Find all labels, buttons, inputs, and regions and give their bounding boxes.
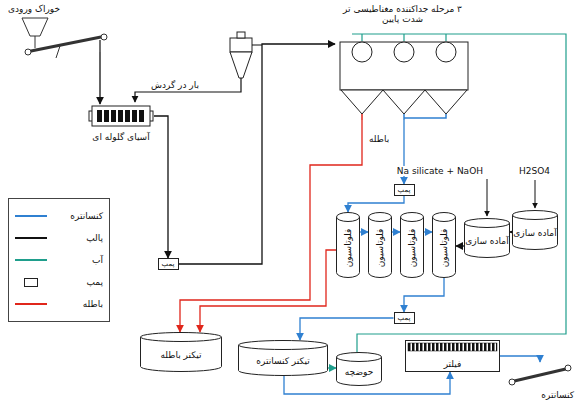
node-text: تیکنر باطله bbox=[161, 350, 202, 360]
node-text: حوضچه bbox=[345, 367, 374, 377]
flotation-tank: فلوتاسیون bbox=[368, 212, 392, 278]
node-text: پمپ bbox=[162, 260, 175, 268]
legend-swatch bbox=[15, 237, 47, 239]
tank-body bbox=[369, 217, 392, 278]
flow-line bbox=[424, 231, 432, 232]
flotation-tank: فلوتاسیون bbox=[336, 212, 360, 278]
ball-mill-drum bbox=[89, 106, 153, 126]
pump-box: پمپ bbox=[158, 258, 179, 270]
flow-label: Na silicate + NaOH bbox=[396, 166, 484, 176]
flow-line bbox=[456, 245, 464, 246]
tank-top bbox=[239, 341, 328, 350]
node-text: خوراک ورودی bbox=[8, 4, 60, 14]
node-text: فلوتاسیون bbox=[343, 229, 353, 268]
legend-row: پمپ bbox=[15, 271, 103, 293]
node-text: کنسانتره bbox=[541, 390, 574, 400]
node-text: فلوتاسیون bbox=[375, 229, 385, 268]
hydrocyclone bbox=[230, 32, 262, 78]
concentrate-stub bbox=[404, 114, 446, 120]
tank-top bbox=[337, 353, 382, 362]
legend-text: پالپ bbox=[86, 233, 103, 243]
tank-body bbox=[141, 337, 222, 372]
node-text: تیکنر کنسانتره bbox=[256, 356, 309, 366]
feed-hopper bbox=[22, 18, 48, 48]
flow-line bbox=[360, 231, 368, 232]
tailings-stub bbox=[361, 114, 363, 120]
conditioning-tank: آماده سازی bbox=[464, 218, 510, 258]
node-text: پمپ bbox=[398, 314, 411, 322]
legend-row: باطله bbox=[15, 293, 103, 315]
flow-line bbox=[348, 196, 404, 212]
tank-body bbox=[433, 217, 456, 278]
node-text: آسیای گلوله ای bbox=[92, 132, 149, 142]
legend-row: پالپ bbox=[15, 227, 103, 249]
thickener-tank: تیکنر باطله bbox=[140, 332, 222, 372]
flow-line bbox=[154, 116, 168, 258]
flow-line bbox=[392, 231, 400, 232]
node-text: فیلتر bbox=[444, 359, 462, 369]
tank-top bbox=[513, 211, 558, 220]
product-conveyor: کنسانتره bbox=[506, 362, 574, 400]
flow-label: H2SO4 bbox=[518, 166, 551, 176]
flow-line bbox=[328, 367, 336, 368]
flow-line bbox=[180, 120, 362, 332]
filter-box: فیلتر bbox=[405, 340, 500, 372]
tank-body bbox=[465, 223, 510, 258]
tank-top bbox=[465, 219, 510, 228]
filter-cloth bbox=[408, 343, 497, 351]
legend-box: کنسانتره پالپ آب پمپ باطله bbox=[8, 198, 110, 322]
product-conveyor bbox=[509, 365, 571, 385]
flotation-tank: فلوتاسیون bbox=[400, 212, 424, 278]
tank-top bbox=[369, 213, 392, 222]
legend-text: آب bbox=[92, 255, 103, 265]
legend-text: کنسانتره bbox=[70, 211, 103, 221]
feed-hopper: خوراک ورودی bbox=[8, 4, 108, 52]
water-line bbox=[352, 34, 566, 352]
reagent-line bbox=[535, 180, 536, 208]
flow-label: باطله bbox=[368, 134, 390, 144]
flow-line bbox=[99, 52, 100, 104]
ball-mill: آسیای گلوله ای bbox=[88, 104, 154, 144]
flow-line bbox=[300, 318, 394, 340]
thickener-tank: تیکنر کنسانتره bbox=[238, 340, 328, 376]
pond-tank: حوضچه bbox=[336, 352, 382, 386]
magnetic-separators bbox=[340, 42, 468, 114]
circulating-load-line bbox=[135, 78, 241, 102]
legend-text: باطله bbox=[83, 299, 103, 309]
legend-row: کنسانتره bbox=[15, 205, 103, 227]
node-text: فلوتاسیون bbox=[407, 229, 417, 268]
flotation-tank: فلوتاسیون bbox=[432, 212, 456, 278]
legend-swatch bbox=[15, 215, 47, 217]
separator-group: ۳ مرحله جداکننده مغناطیسی تر شدت پایین bbox=[335, 4, 470, 120]
tank-top bbox=[337, 213, 360, 222]
tank-body bbox=[513, 215, 558, 250]
tank-top bbox=[401, 213, 424, 222]
tank-body bbox=[401, 217, 424, 278]
legend-text: پمپ bbox=[86, 277, 103, 287]
node-text: پمپ bbox=[398, 186, 411, 194]
flow-line bbox=[510, 231, 512, 232]
flow-line bbox=[200, 250, 336, 332]
flow-line bbox=[500, 356, 540, 362]
legend-row: آب bbox=[15, 249, 103, 271]
flow-line bbox=[404, 278, 444, 312]
flow-line bbox=[179, 44, 336, 264]
tank-body bbox=[337, 217, 360, 278]
tank-top bbox=[141, 333, 222, 342]
pump-box: پمپ bbox=[394, 312, 415, 324]
node-text: فلوتاسیون bbox=[439, 229, 449, 268]
node-text: ۳ مرحله جداکننده مغناطیسی تر شدت پایین bbox=[335, 4, 470, 25]
node-text: آماده سازی bbox=[513, 228, 556, 238]
legend-swatch bbox=[15, 303, 47, 305]
pump-symbol bbox=[24, 278, 38, 287]
feed-conveyor bbox=[25, 34, 107, 58]
legend-swatch bbox=[15, 259, 47, 261]
node-text: آماده سازی bbox=[465, 236, 508, 246]
pump-box: پمپ bbox=[394, 184, 415, 196]
flow-label: بار در گردش bbox=[150, 80, 200, 90]
tank-top bbox=[433, 213, 456, 222]
reagent-line bbox=[487, 179, 488, 216]
conditioning-tank: آماده سازی bbox=[512, 210, 558, 250]
